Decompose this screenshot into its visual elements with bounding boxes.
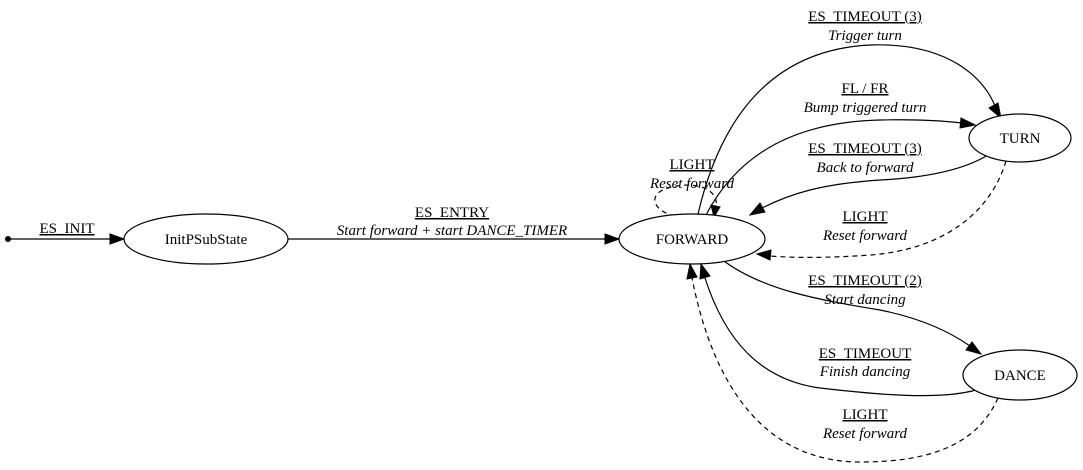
edge-turn-forward-timeout: ES_TIMEOUT (3) Back to forward bbox=[748, 141, 989, 216]
edge-turn-forward-light-arrow bbox=[755, 249, 772, 261]
node-init: InitPSubState bbox=[123, 213, 289, 265]
edge-forward-dance-arrow bbox=[965, 341, 983, 355]
edge-turn-forward-timeout-event: ES_TIMEOUT (3) bbox=[808, 141, 921, 157]
edge-turn-forward-timeout-line bbox=[761, 154, 989, 209]
edge-forward-dance-line bbox=[719, 257, 971, 347]
edge-dance-forward-timeout-action: Finish dancing bbox=[819, 364, 911, 380]
edge-forward-self-arrow bbox=[710, 204, 721, 219]
node-turn-shape bbox=[968, 113, 1072, 163]
edge-forward-dance: ES_TIMEOUT (2) Start dancing bbox=[719, 257, 983, 355]
edge-dance-forward-timeout-arrow bbox=[699, 262, 711, 280]
edge-forward-turn-bump-line bbox=[705, 119, 963, 216]
edge-init-forward-event: ES_ENTRY bbox=[415, 205, 489, 221]
edge-forward-self-action: Reset forward bbox=[649, 176, 735, 192]
edge-init-forward: ES_ENTRY Start forward + start DANCE_TIM… bbox=[288, 205, 621, 245]
node-turn-label: TURN bbox=[1000, 131, 1041, 147]
edge-dance-forward-light: LIGHT Reset forward bbox=[686, 262, 999, 463]
edge-start: ES_INIT bbox=[5, 221, 126, 245]
node-turn: TURN bbox=[968, 113, 1072, 163]
edge-start-event: ES_INIT bbox=[40, 221, 95, 237]
edge-dance-forward-timeout-line bbox=[704, 277, 977, 397]
edge-forward-turn-timeout-action: Trigger turn bbox=[828, 28, 902, 44]
node-dance-label: DANCE bbox=[994, 368, 1046, 384]
edge-forward-self-line bbox=[654, 184, 717, 217]
edge-forward-self: LIGHT Reset forward bbox=[649, 157, 735, 219]
edge-dance-forward-light-arrow bbox=[686, 262, 698, 280]
node-forward: FORWARD bbox=[618, 213, 766, 265]
edge-forward-self-event: LIGHT bbox=[670, 157, 715, 173]
edge-dance-forward-light-line bbox=[691, 277, 999, 463]
edge-forward-turn-timeout: ES_TIMEOUT (3) Trigger turn bbox=[697, 9, 1002, 215]
edge-forward-turn-timeout-event: ES_TIMEOUT (3) bbox=[808, 9, 921, 25]
edge-init-forward-action: Start forward + start DANCE_TIMER bbox=[337, 223, 567, 239]
edge-turn-forward-light-line bbox=[769, 160, 1007, 258]
edge-turn-forward-light-action: Reset forward bbox=[822, 228, 908, 244]
edge-turn-forward-light-event: LIGHT bbox=[843, 209, 888, 225]
node-init-label: InitPSubState bbox=[165, 232, 248, 248]
edge-forward-turn-timeout-line bbox=[697, 44, 996, 215]
edge-dance-forward-light-event: LIGHT bbox=[843, 407, 888, 423]
edge-dance-forward-light-action: Reset forward bbox=[822, 426, 908, 442]
edge-turn-forward-light: LIGHT Reset forward bbox=[755, 160, 1007, 261]
edge-dance-forward-timeout: ES_TIMEOUT Finish dancing bbox=[699, 262, 977, 397]
edge-turn-forward-timeout-arrow bbox=[748, 202, 766, 216]
node-forward-shape bbox=[618, 213, 766, 265]
edge-turn-forward-timeout-action: Back to forward bbox=[817, 160, 914, 176]
edge-forward-turn-bump-event: FL / FR bbox=[842, 81, 889, 97]
node-dance-shape bbox=[962, 349, 1078, 401]
edge-forward-turn-bump: FL / FR Bump triggered turn bbox=[705, 81, 977, 216]
edge-forward-turn-timeout-arrow bbox=[988, 102, 1002, 120]
edge-forward-dance-event: ES_TIMEOUT (2) bbox=[808, 273, 921, 289]
edge-dance-forward-timeout-event: ES_TIMEOUT bbox=[819, 346, 912, 362]
node-forward-label: FORWARD bbox=[656, 232, 729, 248]
node-dance: DANCE bbox=[962, 349, 1078, 401]
edge-forward-turn-bump-action: Bump triggered turn bbox=[804, 100, 927, 116]
node-init-shape bbox=[123, 213, 289, 265]
edge-forward-turn-bump-arrow bbox=[959, 117, 977, 129]
edge-start-arrow bbox=[109, 233, 126, 245]
edge-forward-dance-action: Start dancing bbox=[824, 292, 906, 308]
edge-init-forward-arrow bbox=[604, 233, 621, 245]
